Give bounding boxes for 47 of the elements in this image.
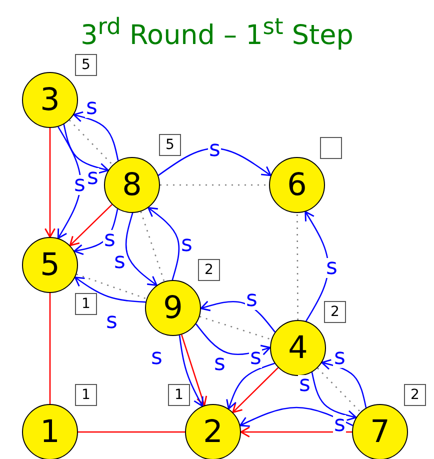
arrow	[240, 406, 354, 427]
arrow	[125, 212, 158, 286]
node-circle: 4	[270, 320, 326, 376]
arrow	[148, 207, 180, 280]
node-circle: 9	[145, 280, 201, 336]
arrow	[74, 208, 118, 256]
arrow	[44, 128, 56, 238]
dotted-line	[68, 120, 114, 166]
arrow	[226, 362, 275, 410]
edge-label: s	[249, 348, 262, 368]
edge-label: s	[73, 175, 86, 195]
node-circle: 2	[185, 404, 241, 459]
count-box: 1	[168, 384, 190, 406]
node-circle: 7	[352, 404, 408, 459]
arrow	[63, 124, 109, 174]
count-box: 2	[324, 301, 346, 323]
count-box: 5	[75, 54, 97, 76]
diagram-title: 3$^{rd}$ Round – 1$^{st}$ Step	[80, 14, 354, 51]
arrow	[304, 211, 329, 322]
arrow	[321, 359, 367, 408]
arrow	[178, 335, 204, 407]
count-box: 1	[75, 384, 97, 406]
arrow	[232, 367, 279, 414]
dotted-line	[199, 316, 272, 340]
dotted-line	[140, 211, 165, 282]
count-box: 2	[198, 259, 220, 281]
arrow	[196, 324, 271, 356]
arrow	[158, 148, 272, 176]
arrow	[311, 372, 357, 421]
edge-label: s	[325, 258, 338, 278]
node-circle: 1	[22, 404, 78, 459]
arrow	[180, 334, 208, 406]
node-circle: 3	[22, 72, 78, 128]
dotted-line	[317, 368, 361, 412]
node-circle: 8	[104, 157, 160, 213]
arrow	[200, 300, 276, 332]
count-box: 2	[404, 384, 426, 406]
count-box	[320, 137, 342, 159]
arrow	[240, 426, 352, 438]
edge-label: s	[333, 415, 346, 435]
node-circle: 5	[22, 237, 78, 293]
count-box: 1	[75, 293, 97, 315]
arrow	[69, 204, 112, 246]
arrow	[57, 126, 82, 239]
arrow	[73, 111, 119, 161]
count-box: 5	[159, 134, 181, 156]
node-circle: 6	[269, 157, 325, 213]
